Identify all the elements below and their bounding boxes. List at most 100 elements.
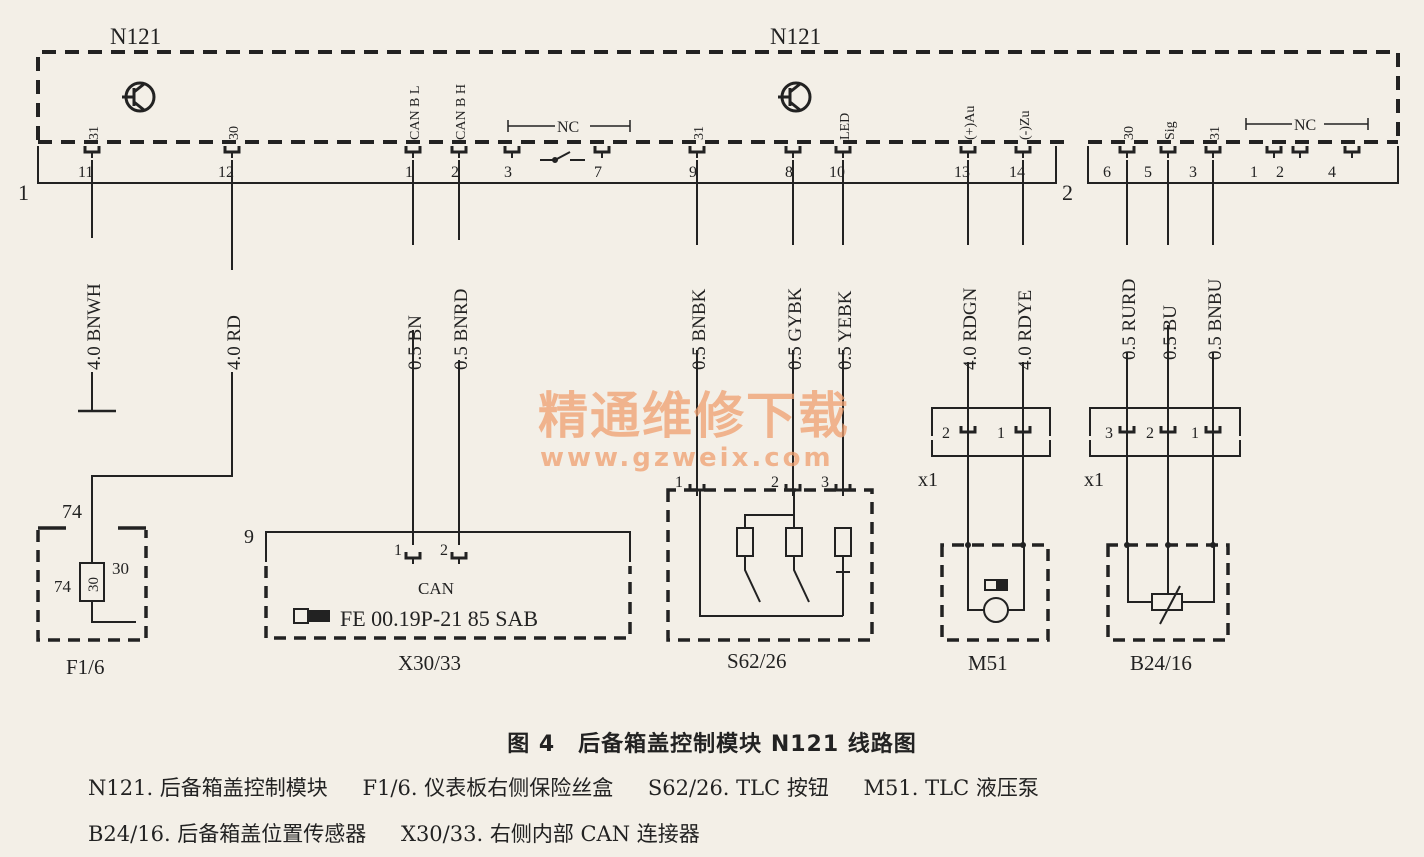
pin-terminal [1159,146,1177,154]
fuse-name: F1/6 [66,655,105,679]
legend-item: M51. TLC 液压泵 [863,776,1039,800]
pin-number: 2 [1276,164,1284,181]
fuse-value: 30 [86,577,102,592]
wire-label: 4.0 RD [224,315,245,370]
pin-terminal [834,146,852,154]
pin-number: 1 [1191,425,1199,442]
pin-number: 3 [821,474,829,491]
pin-number: 7 [594,164,602,181]
pin-number: 13 [954,164,970,181]
switch-name: S62/26 [727,649,787,673]
connector-1-label: 1 [18,180,29,205]
legend-item: S62/26. TLC 按钮 [647,776,829,800]
pin-signal-label: 31 [1208,126,1223,140]
wire [91,160,233,545]
pin-signal-label: CAN B H [454,84,469,140]
pin-terminal [1014,146,1032,154]
pin-number: 9 [689,164,697,181]
pin-number: 1 [675,474,683,491]
junction [1124,542,1130,548]
wire-label: 4.0 RDGN [960,287,981,370]
wire-label: 4.0 RDYE [1015,290,1036,370]
pin-number: 10 [829,164,845,181]
legend-item: X30/33. 右侧内部 CAN 连接器 [401,822,700,846]
wire-label: 4.0 BNWH [84,283,105,370]
can-connector-num: 9 [244,526,254,548]
wires [91,160,1214,545]
wire-label: 0.5 YEBK [835,290,856,370]
junction [965,542,971,548]
pin-signal-label: 31 [692,126,707,140]
pin-terminal [1204,146,1222,154]
pin-number: 3 [1189,164,1197,181]
fuse-pin-left: 74 [54,577,72,596]
can-pin-1: 1 [394,542,402,559]
pin-terminal [784,146,802,154]
fuse-top-num: 74 [62,501,82,523]
pin-signal-label: LED [838,113,853,140]
pin-number: 1 [1250,164,1258,181]
pin-terminal [450,146,468,154]
pin-number: 12 [218,164,234,181]
caption-title: 图 4 后备箱盖控制模块 N121 线路图 [507,732,917,757]
wire-label: 0.5 GYBK [785,287,806,370]
watermark-url: www.gzweix.com [540,443,834,473]
can-reference: FE 00.19P-21 85 SAB [340,606,538,631]
wire-label: 0.5 BNBU [1205,278,1226,360]
fuse-pin-right: 30 [112,559,129,578]
pin-signal-label: 30 [1122,126,1137,140]
pin-signal-label: CAN B L [408,86,423,140]
internal-switch-icon [540,151,585,163]
pin-number: 3 [504,164,512,181]
pin-terminal [450,552,468,560]
transistor-icon [122,81,156,113]
pump-name: M51 [968,651,1008,675]
transistor-icon [778,81,812,113]
pin-terminal [404,146,422,154]
pin-terminals [83,146,1361,564]
switch-s62-26 [666,488,874,642]
sensor-b24-16 [1089,407,1241,642]
pin-signal-label: Sig [1163,121,1178,140]
watermark-cn: 精通维修下载 [538,387,850,445]
wire-label: 0.5 BNBK [689,288,710,370]
legend-item: B24/16. 后备箱盖位置传感器 [88,822,367,846]
pin-signal-label: (-)Zu [1018,110,1033,140]
pin-number: 3 [1105,425,1113,442]
pin-number: 11 [78,164,93,181]
led-icon [836,566,850,580]
nc-label-left: NC [557,119,579,136]
nc-label-right: NC [1294,117,1316,134]
junction [1165,542,1171,548]
nc-bracket-left [507,120,631,132]
pin-terminal [1343,146,1361,154]
wire-label: 0.5 BU [1160,305,1181,360]
pin-terminal [223,146,241,154]
module-left-label: N121 [110,24,161,49]
junction [1210,542,1216,548]
sensor-conn: x1 [1084,469,1104,491]
pin-terminal [1291,146,1309,154]
pin-terminal [1118,146,1136,154]
nc-bracket-right [1245,118,1369,130]
connector-frames [37,146,1399,184]
pin-terminal [593,146,611,154]
pin-terminal [688,146,706,154]
pump-m51 [931,407,1051,642]
junction [1020,542,1026,548]
motor-icon [996,580,1007,590]
pin-number: 14 [1009,164,1025,181]
pin-number: 2 [771,474,779,491]
pin-number: 2 [451,164,459,181]
pin-number: 2 [942,425,950,442]
pin-signal-label: 30 [227,126,242,140]
wire-label: 0.5 BN [405,315,426,370]
pin-number: 1 [405,164,413,181]
pointing-hand-icon [293,608,330,624]
can-pin-2: 2 [440,542,448,559]
can-label: CAN [418,579,454,598]
module-n121-outline [36,50,1400,144]
pin-number: 4 [1328,164,1336,181]
